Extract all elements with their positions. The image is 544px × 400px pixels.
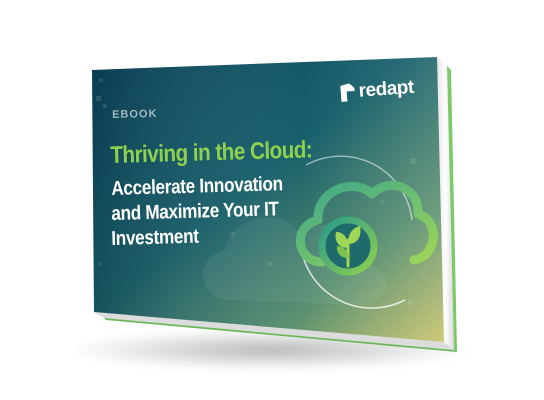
cover-subtitle-line-1: Accelerate Innovation	[111, 173, 284, 200]
ebook-label: EBOOK	[112, 107, 158, 121]
back-cover-edge	[447, 66, 457, 352]
cover-title: Thriving in the Cloud:	[110, 136, 313, 169]
page-edge	[437, 57, 454, 350]
cover-subtitle-line-3: Investment	[111, 225, 199, 250]
brand-logo: redapt	[340, 77, 414, 104]
cloud-plant-icon	[296, 155, 438, 309]
cover-subtitle-line-2: and Maximize Your IT	[111, 198, 279, 225]
redapt-logo-icon	[340, 83, 355, 102]
brand-name: redapt	[357, 76, 415, 102]
